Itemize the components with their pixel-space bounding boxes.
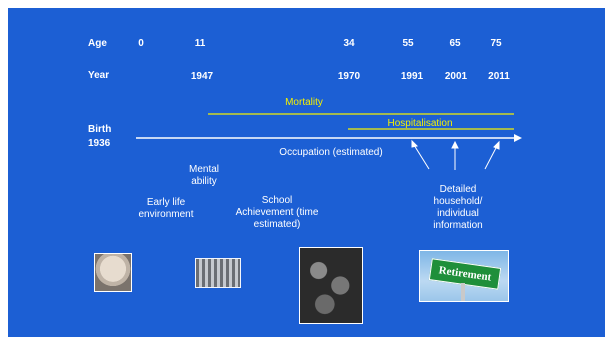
birth-year: 1936 [88,138,111,149]
school-achievement-label: School Achievement (time estimated) [235,195,319,230]
mortality-label: Mortality [285,97,323,108]
year-value: 1947 [190,71,214,82]
age-label: Age [88,38,107,49]
timeline-arrowhead [514,134,522,142]
sign-pole [461,283,465,301]
age-value: 34 [343,38,355,49]
mental-ability-label: Mental ability [188,164,219,187]
occupation-label: Occupation (estimated) [279,147,383,158]
birth-label: Birth [88,124,112,135]
class-photo [195,258,241,288]
retirement-photo: Retirement [419,250,509,302]
year-value: 2001 [444,71,468,82]
hospitalisation-label: Hospitalisation [387,118,453,129]
age-value: 11 [194,38,206,49]
detailed-info-label: Detailed household/ individual informati… [433,184,483,231]
age-value: 0 [138,38,144,49]
age-value: 75 [490,38,502,49]
baby-photo [94,253,132,292]
detail-arrows [411,139,500,170]
year-value: 2011 [488,71,510,82]
slide: Age Year 0 11 34 55 65 75 1947 1970 1991… [8,8,605,337]
age-value: 65 [449,38,461,49]
retirement-sign: Retirement [428,258,502,290]
early-life-label: Early life environment [138,197,194,220]
year-value: 1991 [400,71,424,82]
exam-photo [299,247,363,324]
timeline-lines [136,113,522,170]
age-value: 55 [402,38,414,49]
year-value: 1970 [337,71,361,82]
year-label: Year [88,70,110,81]
